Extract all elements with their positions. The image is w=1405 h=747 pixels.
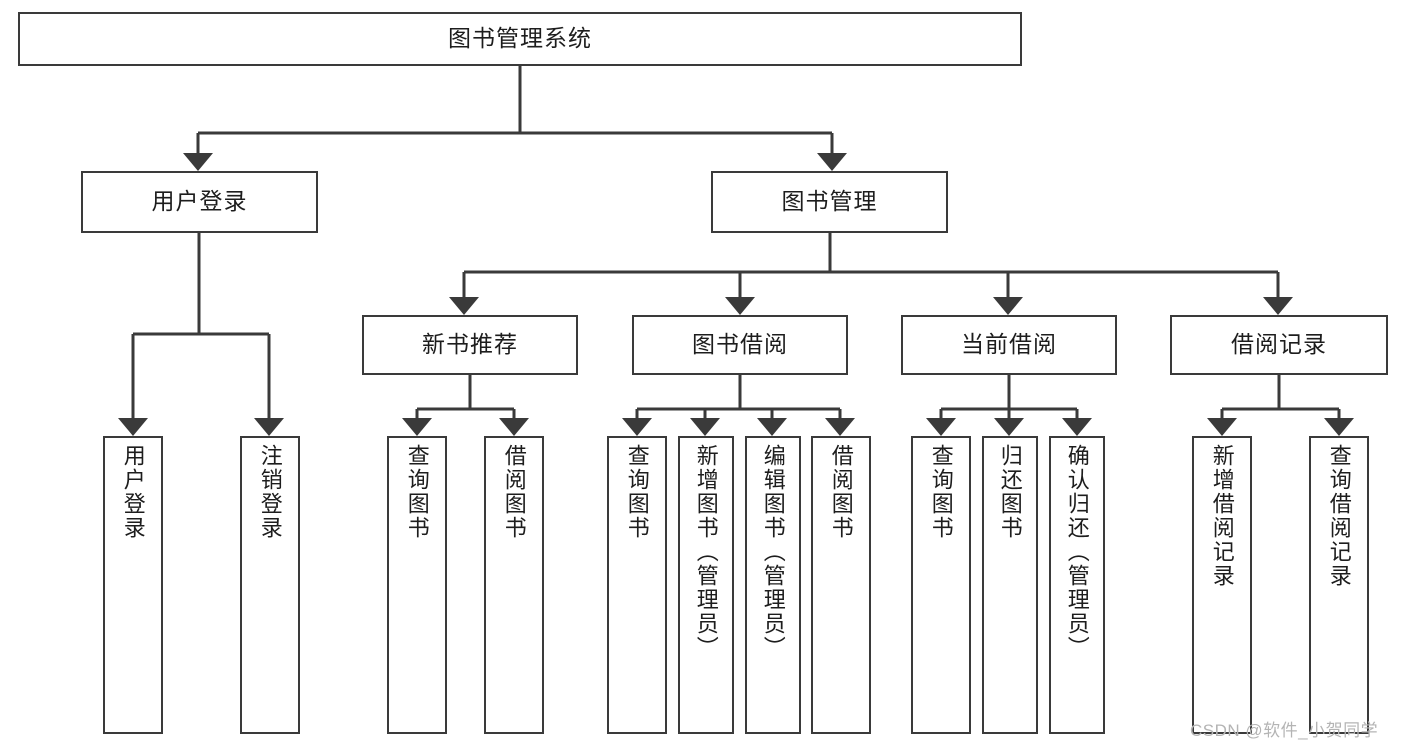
node-label: 借阅图书 xyxy=(828,444,854,540)
node-label: 查询图书 xyxy=(404,444,430,540)
node-label: 注销登录 xyxy=(257,444,283,540)
node-label: 图书管理 xyxy=(781,188,878,215)
leaf-return-book[interactable]: 归还图书 xyxy=(982,436,1038,734)
leaf-confirm-return-admin[interactable]: 确认归还（管理员） xyxy=(1049,436,1105,734)
node-new-book-recommend[interactable]: 新书推荐 xyxy=(362,315,578,375)
leaf-query-book-current[interactable]: 查询图书 xyxy=(911,436,971,734)
leaf-user-login[interactable]: 用户登录 xyxy=(103,436,163,734)
node-root-system[interactable]: 图书管理系统 xyxy=(18,12,1022,66)
leaf-query-book-borrow[interactable]: 查询图书 xyxy=(607,436,667,734)
node-book-borrow[interactable]: 图书借阅 xyxy=(632,315,848,375)
node-label: 借阅记录 xyxy=(1231,331,1327,358)
leaf-logout[interactable]: 注销登录 xyxy=(240,436,300,734)
node-label: 当前借阅 xyxy=(961,331,1057,358)
leaf-add-book-admin[interactable]: 新增图书（管理员） xyxy=(678,436,734,734)
leaf-borrow-book-recommend[interactable]: 借阅图书 xyxy=(484,436,544,734)
node-label: 确认归还（管理员） xyxy=(1064,444,1090,660)
leaf-add-borrow-record[interactable]: 新增借阅记录 xyxy=(1192,436,1252,734)
node-label: 查询图书 xyxy=(928,444,954,540)
leaf-edit-book-admin[interactable]: 编辑图书（管理员） xyxy=(745,436,801,734)
node-label: 图书借阅 xyxy=(692,331,788,358)
csdn-watermark: CSDN @软件_小贺同学 xyxy=(1190,721,1379,740)
leaf-borrow-book[interactable]: 借阅图书 xyxy=(811,436,871,734)
node-current-borrow[interactable]: 当前借阅 xyxy=(901,315,1117,375)
node-book-management[interactable]: 图书管理 xyxy=(711,171,948,233)
node-label: 用户登录 xyxy=(151,188,248,215)
node-label: 新增借阅记录 xyxy=(1209,444,1235,588)
node-label: 用户登录 xyxy=(120,444,146,540)
leaf-query-book-recommend[interactable]: 查询图书 xyxy=(387,436,447,734)
node-borrow-record[interactable]: 借阅记录 xyxy=(1170,315,1388,375)
node-label: 新书推荐 xyxy=(422,331,518,358)
node-user-login[interactable]: 用户登录 xyxy=(81,171,318,233)
node-label: 图书管理系统 xyxy=(448,25,592,52)
node-label: 编辑图书（管理员） xyxy=(760,444,786,660)
node-label: 查询图书 xyxy=(624,444,650,540)
node-label: 查询借阅记录 xyxy=(1326,444,1352,588)
leaf-query-borrow-record[interactable]: 查询借阅记录 xyxy=(1309,436,1369,734)
node-label: 借阅图书 xyxy=(501,444,527,540)
node-label: 新增图书（管理员） xyxy=(693,444,719,660)
node-label: 归还图书 xyxy=(997,444,1023,540)
